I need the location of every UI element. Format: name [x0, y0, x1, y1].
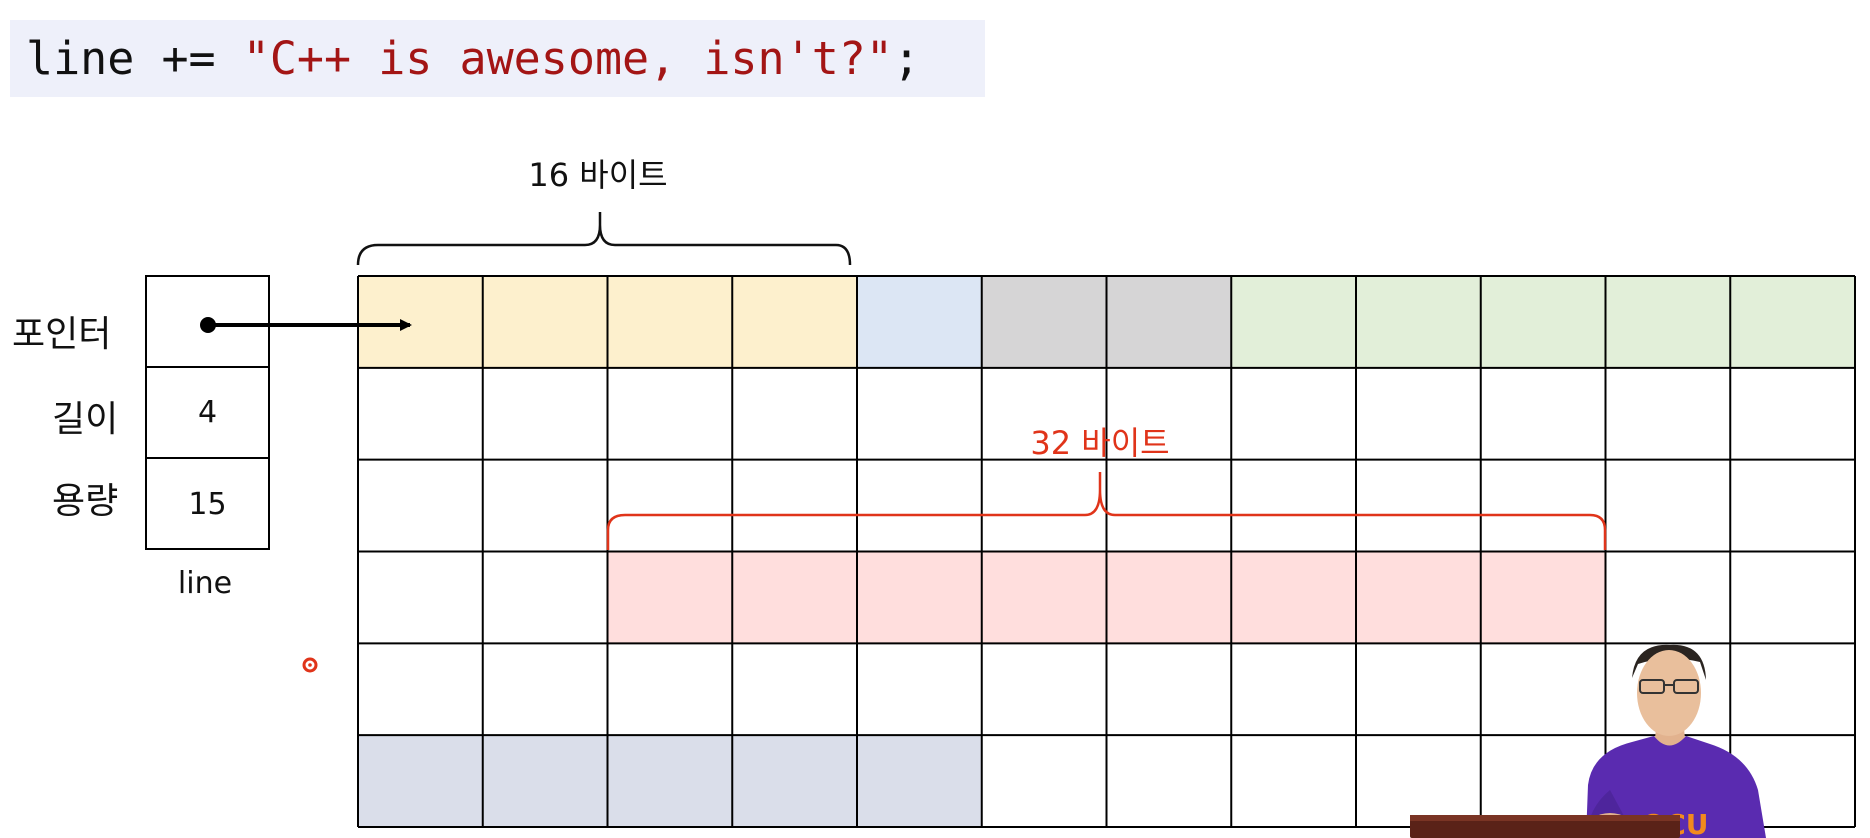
- memory-cell: [358, 459, 483, 552]
- memory-cell: [482, 643, 608, 736]
- string-object: 4 15: [145, 275, 270, 550]
- memory-cell: [1605, 459, 1731, 552]
- memory-cell: [1605, 276, 1731, 368]
- memory-cell: [1231, 735, 1356, 827]
- memory-cell: [1356, 459, 1481, 552]
- memory-cell: [981, 276, 1107, 368]
- memory-cell: [607, 459, 733, 552]
- new-buffer-brace: [606, 472, 1607, 550]
- memory-cell: [981, 551, 1107, 644]
- memory-cell: [1106, 276, 1232, 368]
- code-suffix: ;: [892, 32, 921, 85]
- memory-cell: [1106, 551, 1232, 644]
- presenter-face: [1637, 650, 1701, 736]
- memory-cell: [482, 276, 608, 368]
- memory-cell: [981, 459, 1107, 552]
- presenter-video: OCU: [1410, 644, 1766, 838]
- memory-cell: [358, 276, 483, 368]
- memory-cell: [482, 551, 608, 644]
- memory-cell: [1605, 551, 1731, 644]
- memory-cell: [1605, 367, 1731, 460]
- memory-cells: [358, 276, 1855, 827]
- memory-cell: [1106, 459, 1232, 552]
- memory-cell: [358, 643, 483, 736]
- memory-cell: [732, 643, 857, 736]
- presenter-shirt: [1586, 736, 1766, 838]
- memory-cell: [732, 459, 857, 552]
- memory-cell: [1231, 459, 1356, 552]
- memory-cell: [358, 551, 483, 644]
- memory-cell: [607, 643, 733, 736]
- memory-cell: [1730, 459, 1855, 552]
- capacity-cell: 15: [188, 487, 227, 522]
- code-line: line += "C++ is awesome, isn't?";: [10, 20, 985, 97]
- memory-cell: [1231, 276, 1356, 368]
- memory-cell: [981, 643, 1107, 736]
- memory-cell: [1106, 367, 1232, 460]
- memory-cell: [1231, 643, 1356, 736]
- memory-cell: [1480, 735, 1606, 827]
- old-buffer-brace: [356, 212, 852, 266]
- memory-cell: [607, 276, 733, 368]
- memory-cell: [1106, 735, 1232, 827]
- memory-cell: [732, 367, 857, 460]
- memory-cell: [732, 551, 857, 644]
- memory-cell: [607, 367, 733, 460]
- memory-cell: [1356, 367, 1481, 460]
- memory-cell: [981, 367, 1107, 460]
- old-buffer-label: 16 바이트: [528, 156, 667, 194]
- capacity-field-label: 용량: [52, 481, 119, 522]
- memory-cell: [1356, 551, 1481, 644]
- memory-cell: [1356, 276, 1481, 368]
- memory-cell: [358, 735, 483, 827]
- memory-cell: [1231, 551, 1356, 644]
- length-field-label: 길이: [52, 399, 119, 440]
- memory-cell: [981, 735, 1107, 827]
- podium-edge: [1410, 815, 1680, 821]
- memory-cell: [857, 735, 982, 827]
- memory-cell: [1356, 643, 1481, 736]
- memory-cell: [1106, 643, 1232, 736]
- memory-cell: [1356, 735, 1481, 827]
- pointer-field-label: 포인터: [12, 314, 112, 355]
- code-prefix: line +=: [26, 32, 243, 85]
- memory-cell: [857, 643, 982, 736]
- code-string-literal: "C++ is awesome, isn't?": [242, 32, 893, 85]
- memory-cell: [1730, 551, 1855, 644]
- memory-cell: [1480, 367, 1606, 460]
- variable-name-label: line: [177, 566, 233, 601]
- memory-cell: [607, 735, 733, 827]
- memory-cell: [732, 276, 857, 368]
- memory-cell: [1480, 551, 1606, 644]
- memory-cell: [482, 367, 608, 460]
- glasses-icon: [1639, 679, 1699, 694]
- memory-cell: [1730, 367, 1855, 460]
- new-buffer-label: 32 바이트: [1030, 424, 1169, 462]
- memory-cell: [1480, 459, 1606, 552]
- memory-cell: [1480, 276, 1606, 368]
- memory-cell: [482, 459, 608, 552]
- presenter-hair: [1632, 644, 1706, 680]
- memory-cell: [1730, 643, 1855, 736]
- memory-cell: [857, 459, 982, 552]
- memory-cell: [857, 551, 982, 644]
- memory-cell: [607, 551, 733, 644]
- memory-cell: [732, 735, 857, 827]
- memory-cell: [857, 367, 982, 460]
- memory-cell: [1730, 276, 1855, 368]
- memory-cell: [857, 276, 982, 368]
- memory-cell: [1480, 643, 1606, 736]
- cursor-indicator: [302, 657, 318, 673]
- memory-cell: [358, 367, 483, 460]
- pointer-cell: [147, 277, 268, 368]
- length-cell: 4: [147, 368, 268, 459]
- memory-cell: [1231, 367, 1356, 460]
- memory-cell: [482, 735, 608, 827]
